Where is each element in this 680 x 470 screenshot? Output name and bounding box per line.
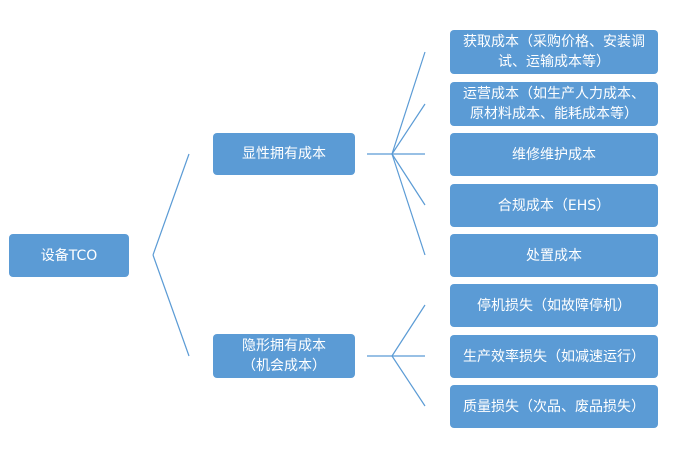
operating-cost-node: 运营成本（如生产人力成本、 原材料成本、能耗成本等）	[450, 82, 658, 126]
compliance-cost-label: 合规成本（EHS）	[497, 197, 611, 214]
operating-cost-line2: 原材料成本、能耗成本等）	[470, 106, 638, 122]
efficiency-loss-node: 生产效率损失（如减速运行）	[450, 335, 658, 378]
connector-explicit-leaf-0	[391, 51, 426, 155]
connector-explicit-leaf-4	[391, 153, 426, 256]
implicit-cost-label-line2: （机会成本）	[242, 358, 326, 374]
acquisition-cost-line2: 试、运输成本等）	[498, 54, 610, 70]
quality-loss-node: 质量损失（次品、废品损失）	[450, 385, 658, 428]
disposal-cost-node: 处置成本	[450, 234, 658, 277]
connector-explicit-leaf-1	[391, 103, 426, 155]
connector-implicit-leaf-2	[391, 355, 426, 407]
explicit-cost-node: 显性拥有成本	[213, 133, 355, 175]
root-node-equipment-tco: 设备TCO	[9, 234, 129, 277]
implicit-cost-label-line1: 隐形拥有成本	[242, 338, 326, 354]
efficiency-loss-label: 生产效率损失（如减速运行）	[463, 348, 645, 365]
connector-implicit-leaf-0	[391, 304, 426, 357]
connector-root-to-implicit	[152, 254, 190, 357]
implicit-cost-node: 隐形拥有成本 （机会成本）	[213, 334, 355, 378]
connector-root-to-explicit	[152, 153, 190, 256]
compliance-cost-node: 合规成本（EHS）	[450, 184, 658, 227]
maintenance-cost-node: 维修维护成本	[450, 133, 658, 176]
operating-cost-line1: 运营成本（如生产人力成本、	[463, 86, 645, 102]
acquisition-cost-node: 获取成本（采购价格、安装调 试、运输成本等）	[450, 30, 658, 74]
maintenance-cost-label: 维修维护成本	[512, 146, 596, 163]
disposal-cost-label: 处置成本	[526, 247, 582, 264]
connector-explicit-leaf-3	[391, 153, 426, 206]
acquisition-cost-line1: 获取成本（采购价格、安装调	[463, 34, 645, 50]
quality-loss-label: 质量损失（次品、废品损失）	[463, 398, 645, 415]
downtime-loss-node: 停机损失（如故障停机）	[450, 284, 658, 327]
explicit-cost-label: 显性拥有成本	[242, 146, 326, 162]
downtime-loss-label: 停机损失（如故障停机）	[477, 297, 631, 314]
root-node-label: 设备TCO	[40, 247, 98, 264]
